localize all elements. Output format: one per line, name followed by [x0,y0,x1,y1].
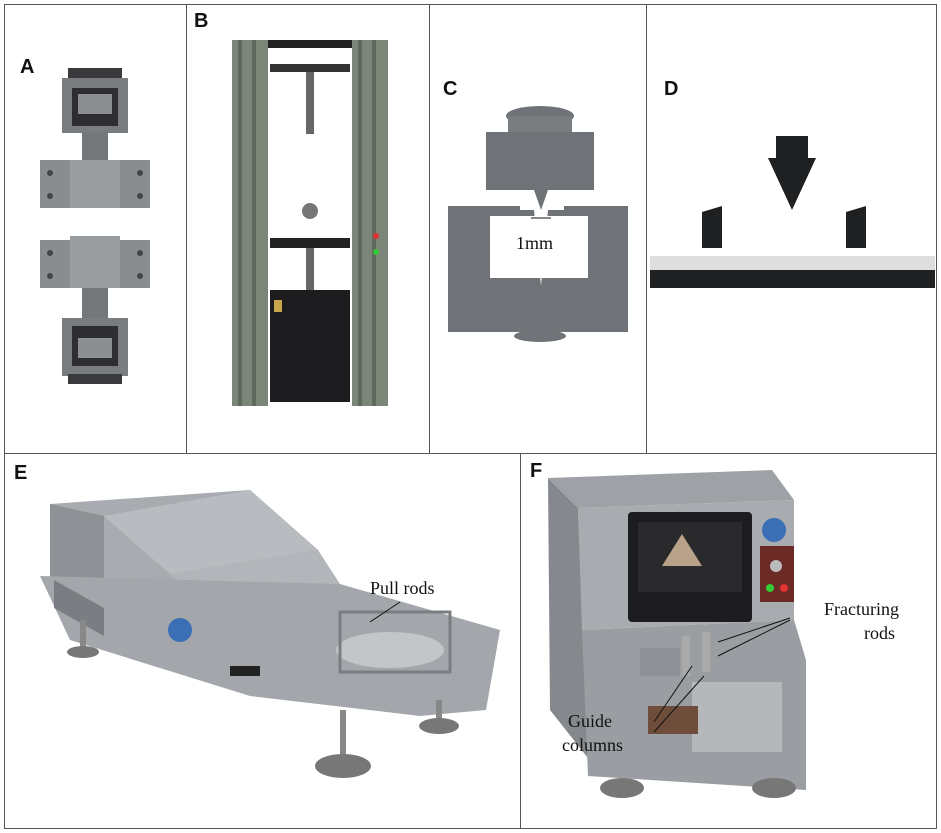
divider-b-c [429,4,430,454]
divider-top-bottom [4,453,937,454]
panel-f-fracturing-apparatus [548,470,806,798]
annotation-guide-line1: Guide [568,711,612,731]
figure-frame [4,4,937,829]
annotation-fracturing-line2: rods [864,623,895,643]
annotation-fracturing-line1: Fracturing [824,599,899,619]
panel-label-c: C [443,78,458,100]
divider-e-f [520,453,521,829]
divider-c-d [646,4,647,454]
annotation-guide-line2: columns [562,735,623,755]
annotation-pull-rods: Pull rods [370,578,435,598]
panel-label-e: E [14,462,28,484]
dimension-label: 1mm [516,233,554,253]
panel-label-a: A [20,56,35,78]
panel-b-testing-machine [232,40,388,406]
divider-a-b [186,4,187,454]
panel-e-pull-apparatus [40,490,500,778]
panel-d-bending-fixture [650,136,935,288]
panel-label-d: D [664,78,679,100]
panel-a-grip-fixture [40,68,150,384]
panel-label-b: B [194,10,209,32]
panel-c-notched-block [448,106,628,342]
panel-label-f: F [530,460,543,482]
